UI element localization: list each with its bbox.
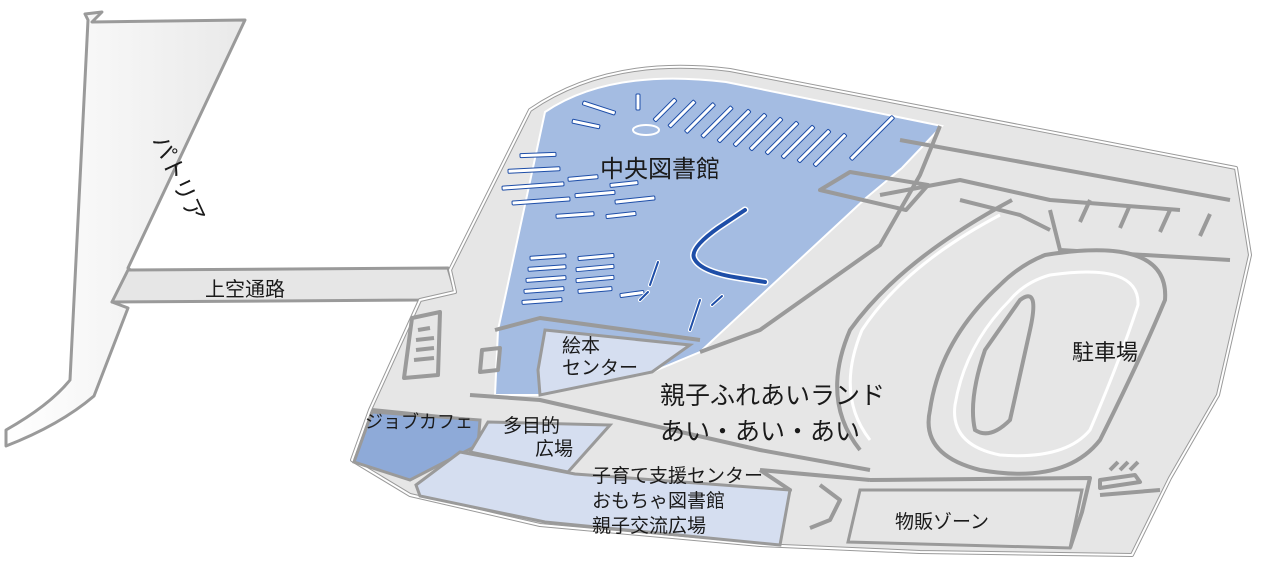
- picture-book-center-label-line1: 絵本: [562, 335, 600, 357]
- library-shelves: [501, 93, 895, 332]
- parking-label: 駐車場: [1072, 341, 1138, 366]
- childcare-label-line2: おもちゃ図書館: [592, 490, 725, 512]
- childcare-support-area[interactable]: [414, 450, 792, 547]
- shop-zone-area[interactable]: [846, 488, 1084, 550]
- picture-book-center-area[interactable]: [536, 328, 695, 397]
- multipurpose-label-line2: 広場: [535, 438, 573, 460]
- picture-book-center-label-line2: センター: [562, 357, 638, 379]
- multipurpose-label-line1: 多目的: [503, 415, 560, 437]
- parent-child-land-label-line1: 親子ふれあいランド: [660, 381, 885, 410]
- parent-child-land-label-line2: あい・あい・あい: [660, 417, 860, 446]
- right-structure: [699, 125, 1231, 549]
- central-library-label: 中央図書館: [600, 155, 720, 183]
- patria-building[interactable]: [4, 10, 247, 448]
- shop-zone-label: 物販ゾーン: [895, 511, 989, 533]
- central-library-area[interactable]: [493, 77, 944, 396]
- skywalk-label: 上空通路: [205, 277, 285, 301]
- childcare-label-line3: 親子交流広場: [592, 515, 706, 537]
- childcare-label-line1: 子育て支援センター: [592, 465, 763, 487]
- job-cafe-label: ジョブカフェ: [365, 411, 473, 433]
